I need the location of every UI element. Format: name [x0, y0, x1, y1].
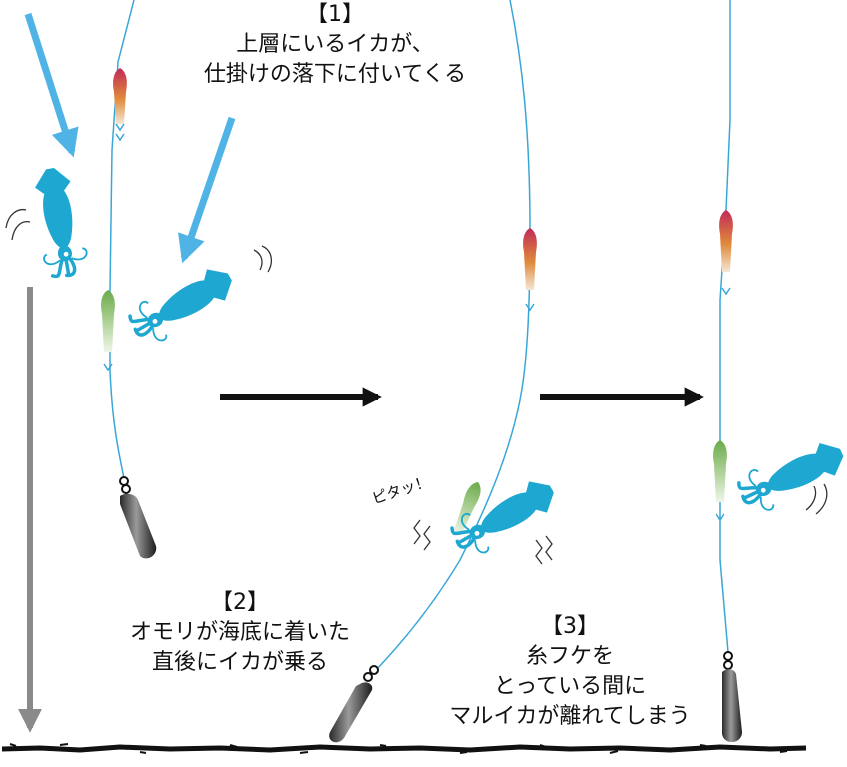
step-3-line-2: とっている間に: [493, 674, 647, 699]
squid-icon: [732, 431, 847, 520]
caption-step-2: 【2】 オモリが海底に着いた 直後にイカが乗る: [90, 588, 390, 678]
sinker-3: [722, 651, 742, 743]
squid-icon: [27, 163, 92, 281]
motion-lines-left: [5, 208, 31, 241]
sound-effect-label: ピタッ！: [370, 472, 433, 508]
motion-lines-mid: [253, 245, 273, 273]
step-1-line-1: 上層にいるイカが、: [236, 32, 434, 57]
panel-2: [329, 0, 565, 743]
green-lure-2: [453, 482, 481, 536]
pink-lure-3: [719, 210, 733, 296]
fishing-line-1: [109, 0, 135, 479]
step-3-line-1: 糸フケを: [525, 644, 614, 669]
caption-step-1: 【1】 上層にいるイカが、 仕掛けの落下に付いてくる: [170, 0, 500, 90]
green-lure-1: [101, 290, 115, 372]
fishing-line-3: [719, 0, 731, 653]
step-2-line-2: 直後にイカが乗る: [151, 650, 328, 675]
shake-lines-right: [535, 535, 553, 565]
seabed-line: [1, 744, 807, 753]
step-3-number: 【3】: [541, 614, 599, 639]
step-1-number: 【1】: [306, 2, 364, 27]
step-2-number: 【2】: [211, 590, 269, 615]
panel-1: [5, 0, 273, 733]
caption-step-3: 【3】 糸フケを とっている間に マルイカが離れてしまう: [410, 612, 730, 732]
blue-arrow-right: [178, 116, 236, 264]
fishing-line-2: [373, 0, 531, 673]
pink-lure-2: [523, 228, 537, 312]
panel-3: [713, 0, 847, 743]
sinker-1: [119, 476, 157, 559]
seabed-texture: [9, 743, 788, 754]
blue-arrow-left: [24, 12, 79, 158]
squid-icon: [123, 256, 243, 352]
motion-lines-right: [805, 483, 828, 515]
step-2-line-1: オモリが海底に着いた: [129, 620, 350, 645]
shake-lines-left: [413, 519, 431, 551]
green-lure-3: [713, 440, 727, 522]
pink-lure-1: [113, 68, 127, 142]
step-1-line-2: 仕掛けの落下に付いてくる: [203, 62, 467, 87]
sinker-2: [329, 665, 379, 743]
step-3-line-3: マルイカが離れてしまう: [449, 704, 691, 729]
